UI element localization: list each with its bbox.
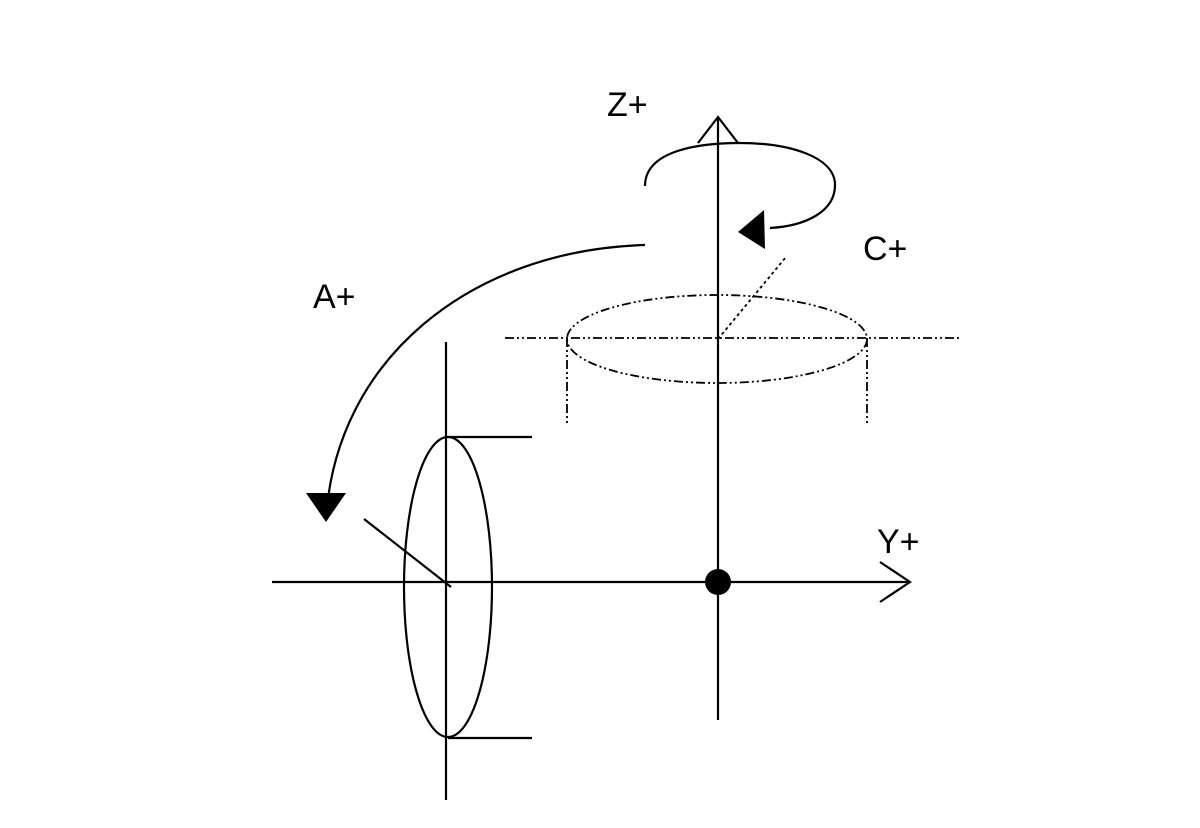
c-axis-rotary-table: [505, 256, 962, 423]
y-axis-label: Y+: [877, 523, 920, 561]
a-axis-radius-line: [363, 518, 452, 588]
c-rotation-arrow: [643, 141, 837, 249]
a-rotation-arrowhead: [306, 493, 346, 522]
c-rotation-arrowhead: [738, 210, 765, 249]
z-axis-arrowhead: [697, 115, 739, 144]
a-rotation-label: A+: [313, 278, 356, 316]
a-axis-disk: [363, 342, 532, 800]
origin-point: [705, 569, 731, 595]
z-axis-label: Z+: [607, 86, 648, 124]
a-rotation-arrow: [306, 243, 646, 522]
z-axis: [697, 115, 739, 720]
c-rotation-label: C+: [863, 230, 907, 268]
y-axis-arrowhead: [879, 561, 912, 603]
y-axis: [272, 561, 912, 603]
